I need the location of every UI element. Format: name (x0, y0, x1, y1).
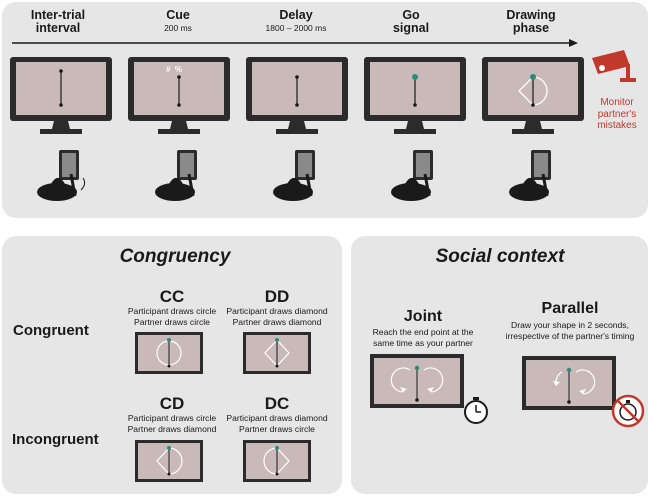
parallel-line1: Draw your shape in 2 seconds, (511, 320, 629, 330)
screen-cc (135, 332, 203, 374)
joint-line1: Reach the end point at the (372, 327, 474, 337)
cc-line2: Partner draws circle (134, 317, 210, 327)
monitor-mistakes-label: Monitor partner's mistakes (597, 97, 637, 131)
screen-parallel (522, 356, 616, 410)
tablet-hand-2 (155, 150, 197, 201)
parallel-label: Parallel (541, 300, 599, 317)
code-cc: CC (159, 287, 185, 306)
tablet-hand-3 (273, 150, 315, 201)
row-label-congruent: Congruent (13, 322, 89, 339)
timeline-arrow (12, 39, 578, 47)
code-dd: DD (264, 287, 290, 306)
tablet-hand-4 (391, 150, 433, 201)
parallel-line2: irrespective of the partner's timing (505, 331, 635, 341)
phase-duration: 200 ms (164, 23, 192, 33)
phase-title: Cue (166, 8, 190, 22)
phase-title: Drawing phase (506, 8, 556, 35)
code-dc: DC (264, 394, 290, 413)
cd-line1: Participant draws circle (127, 413, 217, 423)
phase-title: Go signal (392, 8, 430, 35)
row-label-incongruent: Incongruent (12, 431, 99, 448)
dc-line2: Partner draws circle (239, 424, 315, 434)
congruency-title: Congruency (119, 246, 231, 267)
stopwatch-icon (464, 397, 488, 424)
phase-label-go: Go signal (356, 9, 466, 35)
joint-label: Joint (403, 308, 443, 325)
cd-line2: Partner draws diamond (127, 424, 217, 434)
phase-label-iti: Inter-trial interval (3, 9, 113, 35)
phase-label-cue: Cue 200 ms (123, 8, 233, 34)
cc-line1: Participant draws circle (127, 306, 217, 316)
phase-title: Delay (279, 8, 313, 22)
dd-line2: Partner draws diamond (232, 317, 322, 327)
monitor-cue (128, 57, 230, 134)
social-context-title: Social context (435, 246, 565, 267)
monitor-iti (10, 57, 112, 134)
phase-title: Inter-trial interval (30, 8, 86, 35)
monitor-drawing (482, 57, 584, 134)
tablet-hand-5 (509, 150, 551, 201)
dd-line1: Participant draws diamond (226, 306, 328, 316)
screen-dc (243, 440, 311, 482)
phase-label-delay: Delay 1800 – 2000 ms (241, 8, 351, 34)
joint-line2: same time as your partner (373, 338, 473, 348)
screen-cd (135, 440, 203, 482)
no-stopwatch-icon (611, 394, 645, 428)
phase-duration: 1800 – 2000 ms (265, 23, 327, 33)
dc-line1: Participant draws diamond (226, 413, 328, 423)
monitor-go (364, 57, 466, 134)
code-cd: CD (159, 394, 185, 413)
camera-icon (592, 50, 636, 82)
screen-dd (243, 332, 311, 374)
phase-label-drawing: Drawing phase (476, 9, 586, 35)
monitor-delay (246, 57, 348, 134)
screen-joint (370, 354, 464, 408)
tablet-hand-1 (37, 150, 86, 201)
cue-symbols: # % (166, 65, 183, 74)
